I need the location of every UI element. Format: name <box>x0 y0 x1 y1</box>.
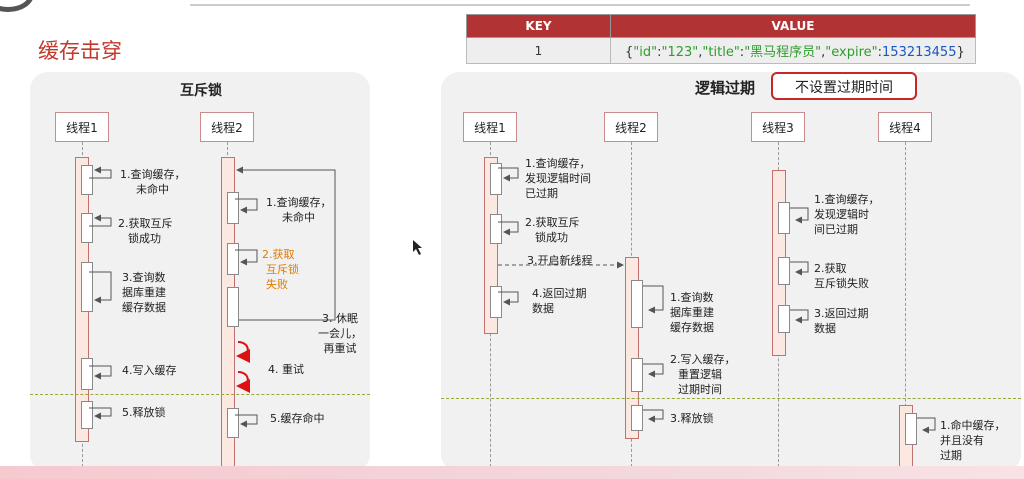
rt1-step4-arrow <box>498 291 519 306</box>
page-title: 缓存击穿 <box>38 39 122 63</box>
lt1-step2-arrow <box>89 214 112 227</box>
value-header: VALUE <box>610 14 976 38</box>
key-header: KEY <box>466 14 611 38</box>
mutex-lock-title: 互斥锁 <box>180 83 222 99</box>
right-phase-divider <box>441 398 1021 399</box>
rt4-step1-label: 1.命中缓存，并且没有过期 <box>940 419 1006 462</box>
lt2-step4-label: 4. 重试 <box>268 363 304 376</box>
bottom-decor-bar <box>0 466 1024 479</box>
rt1-step2-label: 2.获取互斥锁成功 <box>525 216 580 244</box>
lt1-step5-label: 5.释放锁 <box>122 406 166 419</box>
rt3-step1-arrow <box>790 207 809 224</box>
rt2-step1-box <box>631 280 643 328</box>
lt1-step3-arrow <box>89 271 112 304</box>
retry-loop-1-icon <box>236 341 251 363</box>
lt2-sleep-retry-loop <box>236 166 336 321</box>
rt2-step2-label: 2.写入缓存，重置逻辑过期时间 <box>670 353 736 396</box>
right-thread3-box: 线程3 <box>751 112 805 142</box>
rt1-step4-box <box>490 286 502 318</box>
rt1-step1-label: 1.查询缓存，发现逻辑时间已过期 <box>525 157 591 200</box>
lt2-step2-arrow <box>235 249 258 266</box>
rt1-step3-label: 3.开启新线程 <box>527 254 593 267</box>
lt1-step4-label: 4.写入缓存 <box>122 364 177 377</box>
lt2-step1-arrow <box>235 198 258 214</box>
left-thread2-box: 线程2 <box>200 112 254 142</box>
mouse-cursor-icon <box>413 240 422 255</box>
rt2-step1-label: 1.查询数据库重建缓存数据 <box>670 291 714 334</box>
rt3-step3-box <box>778 305 790 333</box>
lt2-step3-box <box>227 287 239 327</box>
lt2-step3-label: 3. 休眠一会儿，再重试 <box>318 312 362 355</box>
lt1-step1-box <box>81 165 93 195</box>
lt2-step1-box <box>227 192 239 224</box>
lt1-step3-label: 3.查询数据库重建缓存数据 <box>122 271 166 314</box>
header-divider <box>190 4 970 6</box>
retry-loop-2-icon <box>236 371 251 393</box>
lt1-step3-box <box>81 262 93 312</box>
lt1-step4-arrow <box>89 365 112 380</box>
rt2-step1-arrow <box>643 285 664 314</box>
left-thread1-box: 线程1 <box>55 112 109 142</box>
rt3-step2-arrow <box>790 261 809 276</box>
lt2-step2-box <box>227 243 239 275</box>
value-cell: {"id":"123","title":"黑马程序员","expire":153… <box>610 37 976 64</box>
logical-expire-title: 逻辑过期 <box>695 79 756 97</box>
left-phase-divider <box>30 394 370 395</box>
lt1-step2-box <box>81 213 93 243</box>
no-expire-badge: 不设置过期时间 <box>771 72 917 100</box>
right-thread2-box: 线程2 <box>604 112 658 142</box>
rt3-step3-arrow <box>790 309 809 324</box>
rt2-step3-box <box>631 405 643 431</box>
right-thread1-box: 线程1 <box>463 112 517 142</box>
rt1-step2-arrow <box>498 221 519 236</box>
lt1-step1-label: 1.查询缓存，未命中 <box>120 168 186 196</box>
rt1-step1-arrow <box>498 167 519 182</box>
rt3-step1-box <box>778 202 790 234</box>
cache-kv-table: KEY VALUE 1 {"id":"123","title":"黑马程序员",… <box>466 14 976 64</box>
right-thread4-lifeline <box>905 142 906 467</box>
lt1-step2-label: 2.获取互斥锁成功 <box>118 217 173 245</box>
lt1-step1-arrow <box>89 166 112 179</box>
rt4-step1-box <box>905 413 917 445</box>
rt4-step1-arrow <box>917 417 936 434</box>
lt2-step5-arrow <box>235 414 258 428</box>
right-thread4-box: 线程4 <box>878 112 932 142</box>
rt3-step1-label: 1.查询缓存，发现逻辑时间已过期 <box>814 193 880 236</box>
rt2-step3-arrow <box>643 409 664 423</box>
rt2-step2-box <box>631 358 643 392</box>
rt3-step3-label: 3.返回过期数据 <box>814 307 869 335</box>
rt1-step4-label: 4.返回过期数据 <box>532 287 587 315</box>
lt2-step5-label: 5.缓存命中 <box>270 412 325 425</box>
lt1-step5-arrow <box>89 407 112 420</box>
lt2-step2-label: 2.获取互斥锁失败 <box>262 248 299 291</box>
rt2-step2-arrow <box>643 363 664 378</box>
lt2-step1-label: 1.查询缓存，未命中 <box>266 196 332 224</box>
rt3-step2-box <box>778 257 790 285</box>
rt1-step1-box <box>490 163 502 195</box>
rt3-step2-label: 2.获取互斥锁失败 <box>814 262 869 290</box>
rt2-step3-label: 3.释放锁 <box>670 412 714 425</box>
